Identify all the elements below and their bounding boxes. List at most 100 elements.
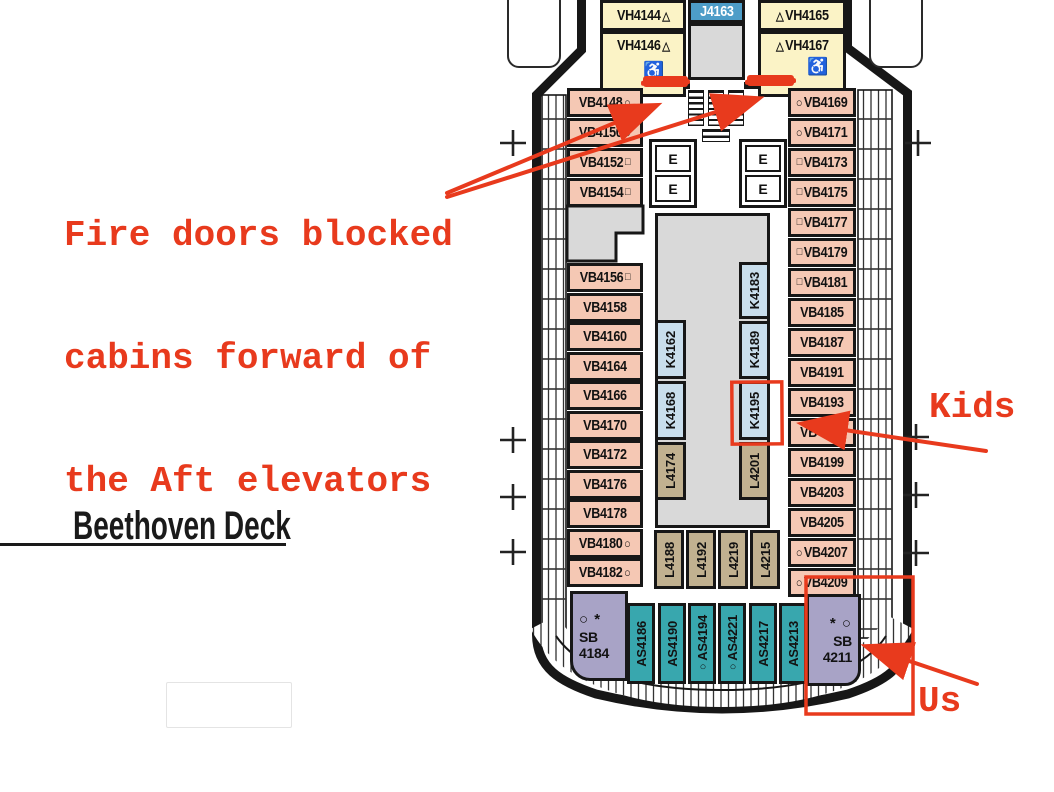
cabin-VB4193: VB4193: [788, 388, 856, 417]
cabin-label: VB4191: [800, 364, 844, 381]
cabin-label: ○VB4169: [796, 94, 848, 111]
cabin-number: VB4193: [800, 394, 844, 411]
wheelchair-icon: ♿: [807, 57, 829, 76]
cabin-VB4176: VB4176: [567, 469, 643, 499]
cabin-number: K4183: [747, 271, 762, 310]
cabin-number: AS4194: [694, 614, 710, 661]
square-symbol: □: [624, 186, 631, 198]
cabin-L4219: L4219: [718, 530, 748, 589]
cabin-AS4190: AS4190: [658, 603, 686, 684]
cabin-number: VB4154: [579, 184, 624, 201]
lifeboat-structure-right: [869, 0, 923, 68]
elevator-bank-right: E E: [739, 139, 787, 208]
cabin-VB4207: ○VB4207: [788, 538, 856, 567]
stair-flight: [688, 90, 704, 126]
cabin-label: VB4156□: [580, 269, 631, 286]
kids-note: Kids: [929, 387, 1016, 428]
cabin-number: VB4152: [579, 154, 624, 171]
cabin-label: ○AS4221: [725, 615, 740, 673]
fire-doors-note-line3: the Aft elevators: [64, 461, 432, 502]
suite-number: 4184: [579, 644, 609, 661]
elevator-label: E: [758, 150, 768, 167]
cabin-AS4194: ○AS4194: [688, 603, 716, 684]
cabin-label: VB4178: [583, 505, 627, 522]
cabin-VB4171: ○VB4171: [788, 118, 856, 147]
cabin-AS4213: AS4213: [779, 603, 807, 684]
square-symbol: □: [624, 156, 631, 168]
cabin-label: K4195: [747, 392, 762, 429]
cabin-VB4154: VB4154□: [567, 178, 643, 207]
us-note: Us: [918, 681, 962, 722]
circle-symbol: ○: [696, 660, 709, 673]
elevator: E: [745, 145, 781, 172]
cabin-label: □VB4177: [796, 214, 848, 231]
cabin-label: L4215: [758, 542, 773, 578]
wheelchair-icon: ♿: [643, 61, 665, 80]
triangle-symbol: △: [775, 38, 784, 53]
cabin-VB4178: VB4178: [567, 499, 643, 528]
deck-title-underline: [0, 543, 286, 546]
square-symbol: □: [796, 276, 803, 288]
cabin-label: L4201: [747, 453, 762, 489]
fire-doors-note: Fire doors blocked cabins forward of the…: [64, 133, 453, 584]
cabin-label: VB4170: [583, 417, 627, 434]
cabin-VB4205: VB4205: [788, 508, 856, 537]
cabin-label: L4219: [726, 542, 741, 578]
elevator-label: E: [758, 180, 768, 197]
cabin-number: VB4177: [803, 214, 848, 231]
cabin-VB4150: VB4150○: [567, 118, 643, 147]
cabin-label: VH4146△: [617, 37, 670, 54]
cabin-label: △VH4167: [776, 37, 829, 54]
cabin-VB4185: VB4185: [788, 298, 856, 327]
cabin-number: VB4178: [583, 505, 627, 522]
elevator: E: [655, 145, 691, 172]
cabin-label: VB4185: [800, 304, 844, 321]
cabin-number: VB4175: [803, 184, 848, 201]
elevator: E: [745, 175, 781, 202]
cabin-label: VB4203: [800, 484, 844, 501]
cabin-number: L4219: [725, 541, 741, 578]
square-symbol: □: [624, 271, 631, 283]
cabin-label: ○VB4171: [796, 124, 848, 141]
square-symbol: □: [796, 186, 803, 198]
stair-flight: [708, 90, 724, 126]
cabin-label: VB4180○: [579, 535, 631, 552]
stairs: [685, 88, 747, 144]
cabin-L4201: L4201: [739, 442, 770, 500]
cabin-VB4164: VB4164: [567, 351, 643, 381]
cabin-VB4177: □VB4177: [788, 208, 856, 237]
cabin-label: VB4152□: [579, 154, 631, 171]
circle-symbol: ○: [796, 125, 803, 140]
cabin-label: VB4197: [800, 424, 844, 441]
cabin-K4189: K4189: [739, 321, 770, 379]
elevator: E: [655, 175, 691, 202]
cabin-number: VB4170: [583, 416, 627, 434]
suite-symbols: * ○: [829, 615, 852, 633]
cabin-L4215: L4215: [750, 530, 780, 589]
cabin-number: VB4173: [803, 154, 848, 171]
circle-symbol: ○: [624, 95, 631, 110]
cabin-VB4173: □VB4173: [788, 148, 856, 177]
cabin-number: VB4158: [583, 298, 627, 316]
cabin-number: VB4176: [583, 475, 627, 493]
cabin-SB4184: ○ * SB 4184: [570, 591, 628, 681]
elevator-bank-left: E E: [649, 139, 697, 208]
cabin-AS4221: ○AS4221: [718, 603, 746, 684]
cabin-label: VB4199: [800, 454, 844, 471]
cabin-label: AS4217: [756, 621, 771, 667]
cabin-K4195: K4195: [739, 381, 770, 440]
square-symbol: □: [796, 216, 803, 228]
cabin-L4192: L4192: [686, 530, 716, 589]
circle-symbol: ○: [624, 565, 631, 580]
circle-symbol: ○: [624, 535, 631, 551]
cabin-VB4169: ○VB4169: [788, 88, 856, 117]
cabin-VB4172: VB4172: [567, 440, 643, 469]
deck-title: Beethoven Deck: [73, 504, 291, 548]
cabin-label: VB4150○: [579, 124, 631, 141]
cabin-number: VB4203: [800, 484, 844, 501]
cabin-label: AS4190: [665, 621, 680, 667]
cabin-number: L4201: [747, 453, 762, 489]
cabin-number: K4195: [747, 391, 762, 430]
cabin-label: K4183: [747, 272, 762, 309]
cabin-K4183: K4183: [739, 262, 770, 319]
